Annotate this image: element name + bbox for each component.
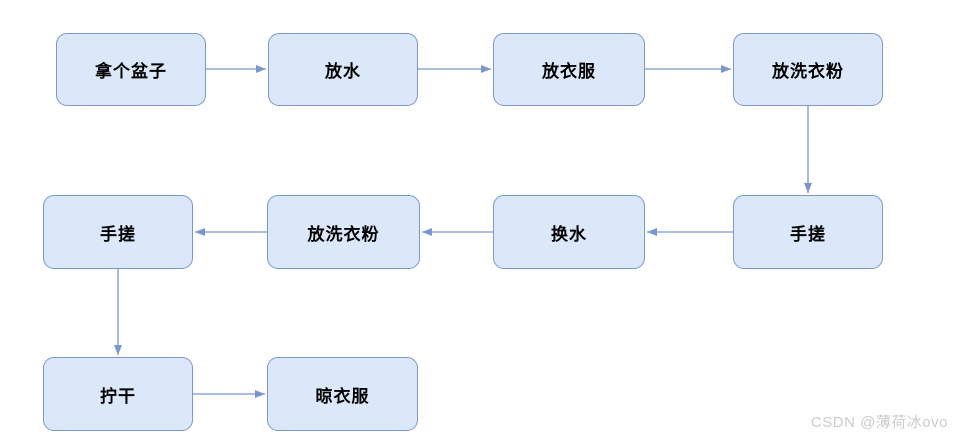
flow-node-label: 拿个盆子 (95, 62, 167, 81)
flow-node-label: 拧干 (100, 386, 136, 406)
flow-node-hand-scrub-again: 手搓 (43, 195, 193, 269)
flow-node-label: 换水 (551, 224, 587, 244)
flow-node-label: 手搓 (790, 224, 826, 244)
flow-node-add-water: 放水 (268, 33, 418, 106)
flow-node-add-detergent-again: 放洗衣粉 (267, 195, 420, 269)
flow-node-label: 放水 (325, 62, 361, 81)
flow-node-label: 晾衣服 (315, 386, 370, 406)
flow-node-add-detergent: 放洗衣粉 (733, 33, 883, 106)
flow-node-change-water: 换水 (493, 195, 645, 269)
flow-node-add-clothes: 放衣服 (493, 33, 645, 106)
flow-node-hand-scrub: 手搓 (733, 195, 883, 269)
flow-node-hang-clothes: 晾衣服 (267, 357, 418, 431)
watermark: CSDN @薄荷冰ovo (810, 414, 948, 431)
flow-node-get-basin: 拿个盆子 (56, 33, 206, 106)
flow-node-label: 放洗衣粉 (772, 62, 844, 81)
flow-node-label: 放洗衣粉 (307, 224, 380, 244)
flow-node-wring-dry: 拧干 (43, 357, 193, 431)
flow-node-label: 放衣服 (542, 62, 596, 81)
flow-node-label: 手搓 (100, 224, 136, 244)
